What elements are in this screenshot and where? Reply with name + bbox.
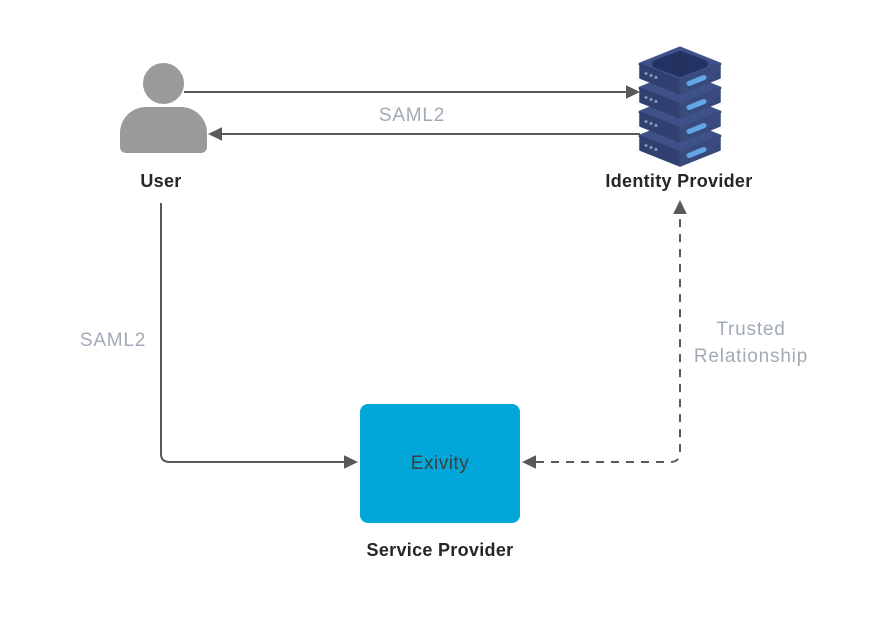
edge-user-to-sp [160, 203, 358, 469]
edge-user-to-sp-line [160, 203, 345, 463]
edge-trusted-relationship-arrowhead-up [673, 200, 687, 214]
edge-idp-to-user-arrowhead [208, 127, 222, 141]
edge-trusted-relationship-arrowhead-left [522, 455, 536, 469]
user-body [120, 107, 207, 153]
edge-idp-to-user [208, 127, 640, 141]
edge-user-to-sp-arrowhead [344, 455, 358, 469]
server-stack-icon [638, 46, 722, 167]
server-unit-top [638, 46, 722, 95]
edge-trusted-relationship [522, 200, 687, 469]
service-provider-box: Exivity [360, 404, 520, 523]
saml2-top-label: SAML2 [378, 105, 446, 126]
edge-trusted-relationship-line [536, 214, 681, 463]
trusted-relationship-label: Trusted Relationship [693, 319, 809, 367]
user-label: User [140, 171, 182, 191]
service-provider-label: Service Provider [366, 540, 514, 560]
saml2-left-label: SAML2 [79, 330, 147, 351]
user-head [143, 63, 184, 104]
edge-user-to-idp [184, 85, 640, 99]
identity-provider-label: Identity Provider [605, 171, 753, 191]
edge-user-to-idp-arrowhead [626, 85, 640, 99]
service-provider-box-text: Exivity [410, 452, 470, 474]
